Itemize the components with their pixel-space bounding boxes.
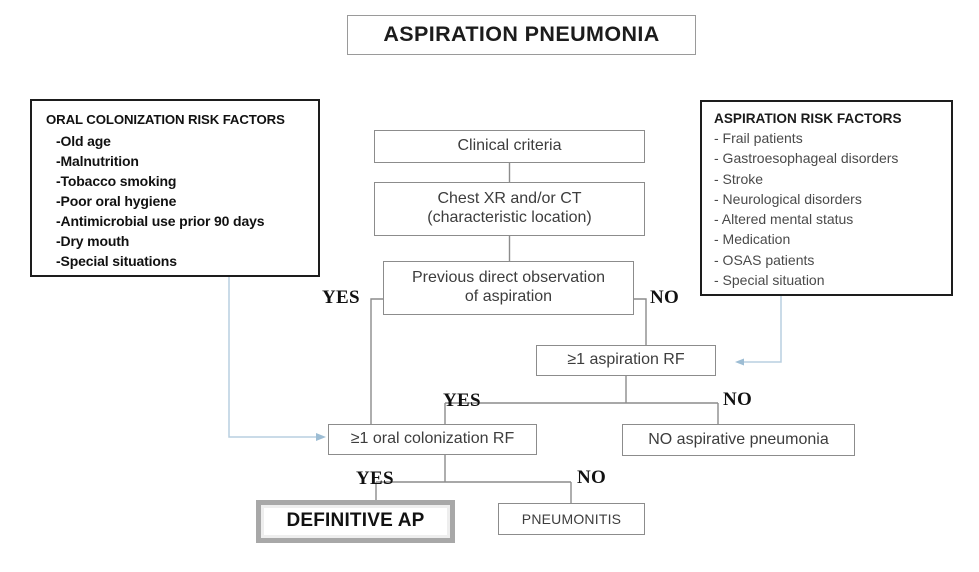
aspiration-panel-item: - Medication [714, 231, 791, 248]
edge-label-no-oral-colonization-rf: NO [577, 467, 607, 488]
aspiration-panel-item: - Stroke [714, 170, 764, 187]
chest-xr-line-1: Chest XR and/or CT [437, 190, 582, 208]
oral-colonization-risk-factors-panel: ORAL COLONIZATION RISK FACTORS -Old age … [30, 99, 320, 277]
aspiration-panel-item: - Frail patients [714, 130, 803, 146]
wire-prevobs-yes [370, 298, 383, 424]
node-chest-xr-ct: Chest XR and/or CT (characteristic locat… [374, 182, 645, 236]
oral-panel-item: -Malnutrition [56, 153, 139, 170]
oral-panel-item: -Antimicrobial use prior 90 days [56, 213, 265, 230]
aspiration-panel-heading: ASPIRATION RISK FACTORS [714, 111, 902, 126]
aspiration-panel-item: - Altered mental status [714, 211, 854, 228]
aspiration-panel-item: - Special situation [714, 272, 825, 289]
aspiration-panel-item: - OSAS patients [714, 251, 815, 268]
node-definitive-ap: DEFINITIVE AP [256, 500, 455, 543]
aspiration-panel-item: - Neurological disorders [714, 190, 862, 207]
edge-label-yes-aspiration-rf: YES [443, 390, 481, 411]
edge-label-yes-oral-colonization-rf: YES [356, 468, 394, 489]
definitive-ap-label: DEFINITIVE AP [264, 508, 447, 535]
node-clinical-criteria: Clinical criteria [374, 130, 645, 163]
node-no-aspirative-pneumonia: NO aspirative pneumonia [622, 424, 855, 456]
wire-asppanel-arrowhead [735, 358, 744, 366]
prev-obs-line-1: Previous direct observation [412, 269, 605, 287]
oral-panel-heading: ORAL COLONIZATION RISK FACTORS [46, 112, 285, 127]
oral-panel-item: -Dry mouth [56, 233, 130, 250]
edge-label-yes-previous-observation: YES [322, 287, 360, 308]
wire-oralpanel-link [228, 277, 316, 438]
node-pneumonitis: PNEUMONITIS [498, 503, 645, 535]
edge-label-no-previous-observation: NO [650, 287, 680, 308]
oral-panel-item: -Special situations [56, 253, 177, 270]
node-oral-colonization-rf: ≥1 oral colonization RF [328, 424, 537, 455]
oral-panel-item: -Poor oral hygiene [56, 193, 177, 210]
edge-label-no-aspiration-rf: NO [723, 389, 753, 410]
aspiration-panel-item: - Gastroesophageal disorders [714, 150, 899, 167]
aspiration-risk-factors-panel: ASPIRATION RISK FACTORS - Frail patients… [700, 100, 953, 296]
page-title: ASPIRATION PNEUMONIA [347, 15, 696, 55]
wire-asppanel-link [744, 296, 782, 363]
chest-xr-line-2: (characteristic location) [427, 209, 592, 226]
node-previous-direct-observation: Previous direct observation of aspiratio… [383, 261, 634, 315]
prev-obs-line-2: of aspiration [464, 288, 553, 305]
node-aspiration-rf: ≥1 aspiration RF [536, 345, 716, 376]
wire-oralpanel-arrowhead [316, 433, 326, 441]
oral-panel-item: -Tobacco smoking [56, 173, 177, 190]
oral-panel-item: -Old age [56, 133, 111, 149]
wire-prevobs-no [634, 298, 647, 345]
